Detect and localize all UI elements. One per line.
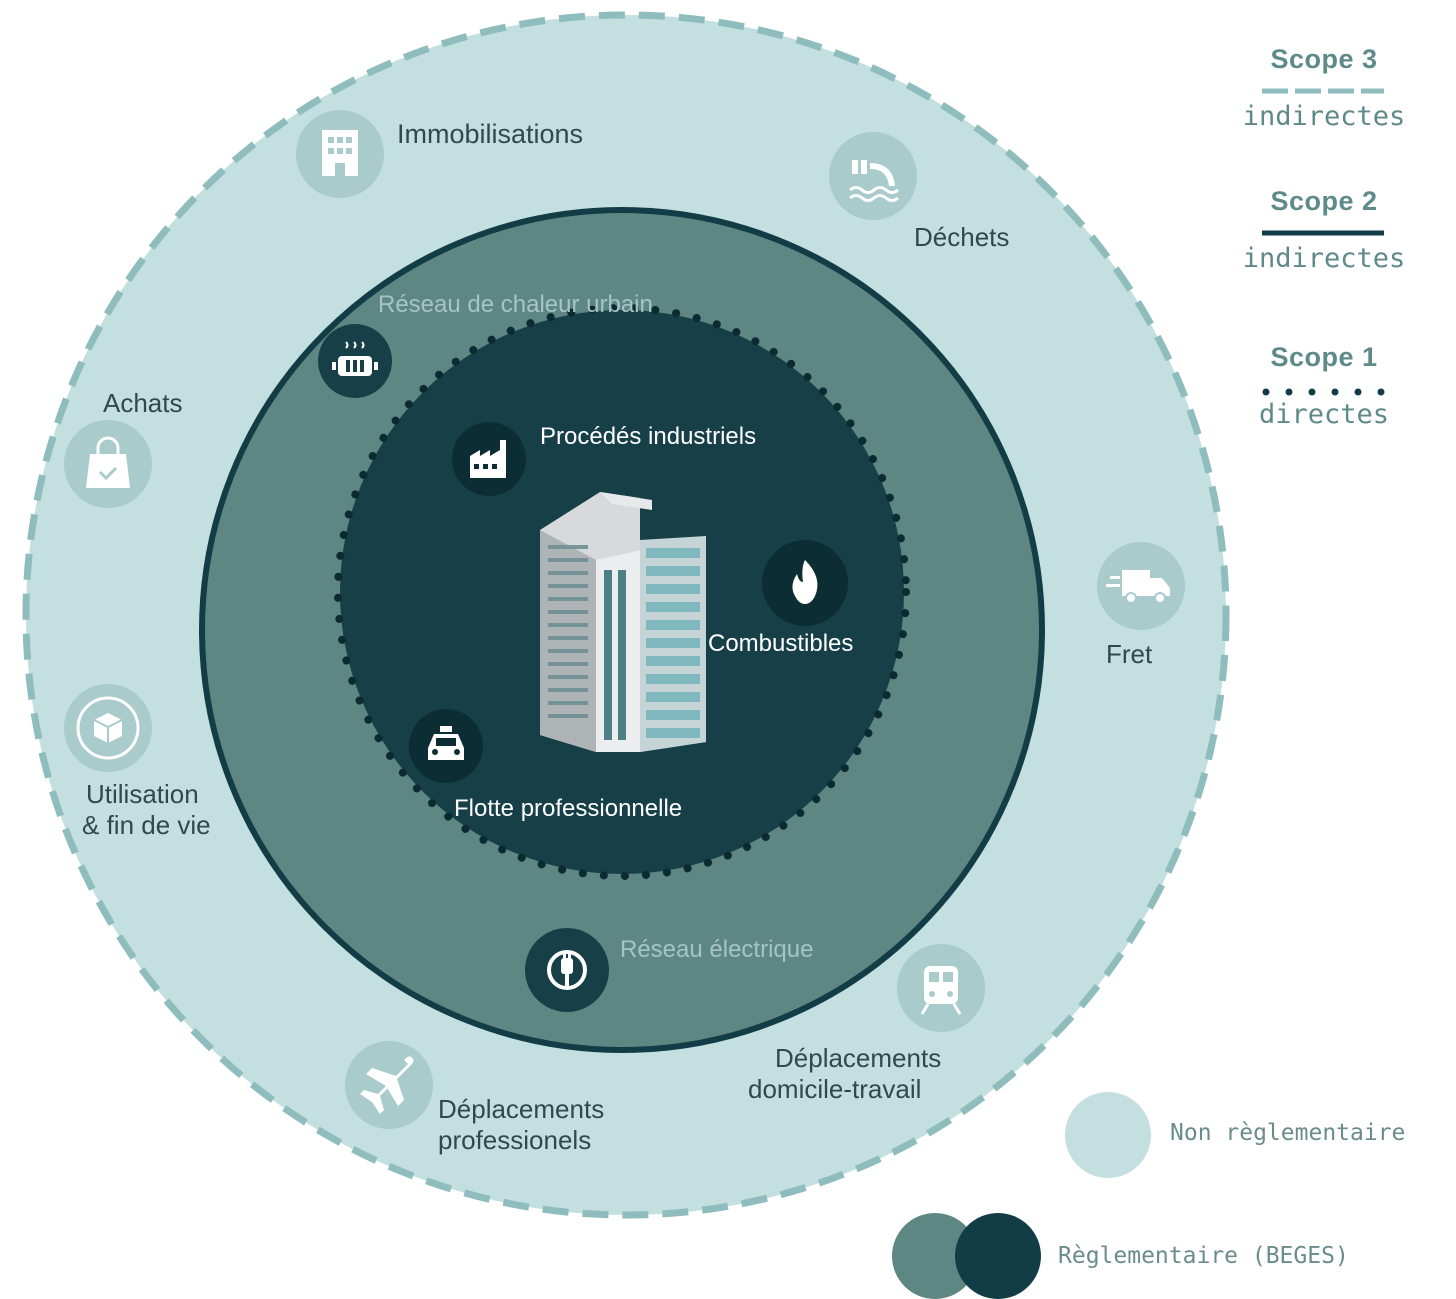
reglementaire-swatch-scope2 xyxy=(892,1213,978,1299)
radiator-icon xyxy=(318,324,392,398)
reglementaire-swatch-scope1 xyxy=(955,1213,1041,1299)
box-recycle-icon xyxy=(64,684,152,772)
scope1-dots-sample xyxy=(1262,388,1385,396)
label-fret: Fret xyxy=(1106,639,1153,669)
legend-non-reglementaire: Non règlementaire xyxy=(1170,1120,1406,1146)
label-dep-pro-line2: professionels xyxy=(438,1125,591,1155)
label-dep-dom-line1: Déplacements xyxy=(775,1043,941,1073)
factory-icon xyxy=(452,422,526,496)
label-dep-pro-line1: Déplacements xyxy=(438,1094,604,1124)
legend-reglementaire: Règlementaire (BEGES) xyxy=(1058,1243,1349,1269)
legend-scope2: Scope 2 indirectes xyxy=(1236,186,1412,274)
train-icon xyxy=(897,944,985,1032)
legend-scope2-title: Scope 2 xyxy=(1270,186,1378,216)
airplane-icon xyxy=(345,1041,433,1129)
label-dep-dom-line2: domicile-travail xyxy=(748,1074,921,1104)
shopping-bag-icon xyxy=(64,420,152,508)
plug-icon xyxy=(525,928,609,1012)
legend-scope1: Scope 1 directes xyxy=(1236,342,1412,430)
scope1-dotted-border xyxy=(334,304,910,880)
label-utilisation-line1: Utilisation xyxy=(86,779,199,809)
legend-scope1-sub: directes xyxy=(1258,399,1390,430)
label-flotte: Flotte professionnelle xyxy=(454,795,682,822)
legend-scope1-title: Scope 1 xyxy=(1270,342,1378,372)
non-reglementaire-swatch xyxy=(1065,1092,1151,1178)
truck-icon xyxy=(1097,542,1185,630)
flame-icon xyxy=(762,540,848,626)
legend-scope3-title: Scope 3 xyxy=(1270,44,1378,74)
label-procedes: Procédés industriels xyxy=(540,423,756,450)
skyscraper-icon xyxy=(540,492,706,752)
label-dechets: Déchets xyxy=(914,222,1009,252)
legend-scope3-sub: indirectes xyxy=(1242,101,1406,132)
label-utilisation-line2: & fin de vie xyxy=(82,810,211,840)
label-chaleur: Réseau de chaleur urbain xyxy=(378,291,653,318)
building-icon xyxy=(296,110,384,198)
legend-scope3: Scope 3 indirectes xyxy=(1236,44,1412,132)
label-combustibles: Combustibles xyxy=(708,630,853,657)
label-immobilisations: Immobilisations xyxy=(397,119,583,149)
taxi-icon xyxy=(409,709,483,783)
waste-icon xyxy=(829,132,917,220)
label-electrique: Réseau électrique xyxy=(620,936,813,963)
legend-scope2-sub: indirectes xyxy=(1242,243,1406,274)
label-achats: Achats xyxy=(103,388,183,418)
